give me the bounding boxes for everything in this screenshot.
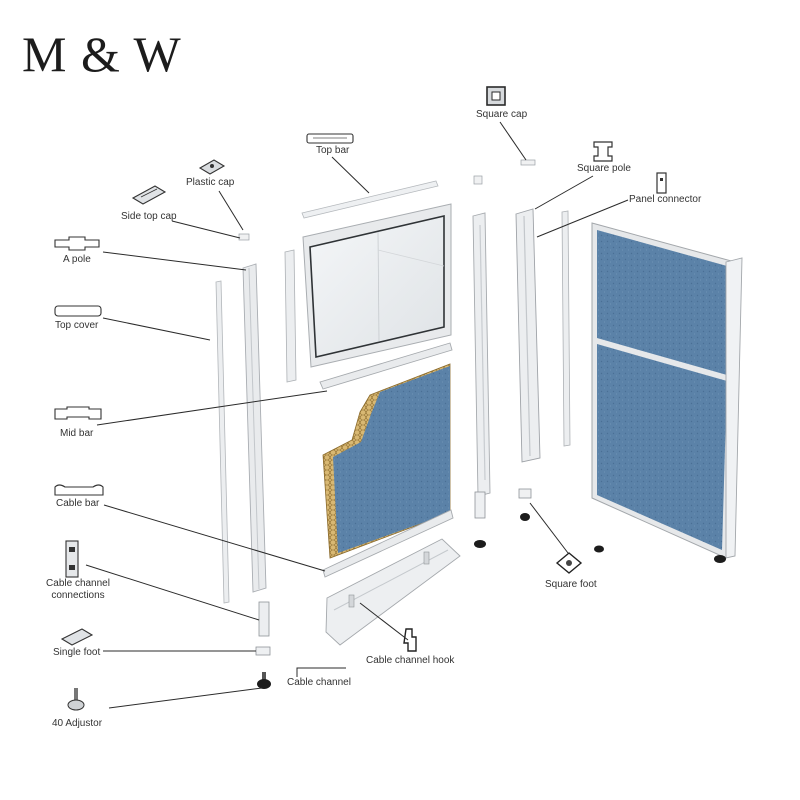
plastic-cap-part — [238, 159, 536, 241]
top-bar-part — [301, 180, 439, 219]
top-bar-icon — [306, 133, 354, 144]
square-cap-icon — [486, 86, 506, 106]
label-single-foot: Single foot — [53, 647, 101, 658]
cable-channel-connections-icon — [65, 540, 79, 578]
square-pole-icon — [593, 141, 613, 162]
label-plastic-cap: Plastic cap — [186, 177, 235, 188]
leader-adjustor — [108, 687, 263, 709]
leader-cable-channel-hook — [359, 602, 409, 641]
cable-bar-part — [322, 509, 454, 578]
a-pole-icon — [54, 236, 100, 251]
leader-plastic-cap — [218, 190, 244, 231]
connector-pole-part — [561, 210, 571, 447]
leader-cable-channel-connections — [85, 564, 260, 621]
adjustor-part — [257, 672, 271, 689]
mid-bar-icon — [54, 406, 102, 420]
label-square-foot: Square foot — [545, 579, 597, 590]
leader-panel-connector — [536, 199, 629, 238]
leader-lines — [85, 121, 629, 709]
leader-cable-bar — [103, 504, 326, 572]
brand-logo: M & W — [22, 26, 182, 82]
assembled-panel-part — [591, 222, 743, 563]
leader-top-bar — [331, 156, 370, 194]
panel-connector-icon — [656, 172, 667, 194]
label-top-bar: Top bar — [316, 145, 350, 156]
cable-channel-part — [325, 538, 461, 646]
label-side-top-cap: Side top cap — [121, 211, 177, 222]
leader-cable-channel — [296, 667, 346, 677]
cable-bar-icon — [54, 484, 104, 496]
label-top-cover: Top cover — [55, 320, 99, 331]
label-adjustor: 40 Adjustor — [52, 718, 103, 729]
label-a-pole: A pole — [63, 254, 91, 265]
leader-top-cover — [102, 317, 211, 341]
single-foot-icon — [60, 628, 94, 646]
leader-a-pole — [102, 251, 247, 271]
glass-window-part — [302, 203, 452, 368]
cable-channel-hook-icon — [403, 628, 417, 652]
label-panel-connector: Panel connector — [629, 194, 702, 205]
leader-square-cap — [499, 121, 527, 161]
square-foot-icon — [555, 552, 583, 574]
top-cover-icon — [54, 305, 102, 317]
single-foot-part — [255, 646, 271, 656]
leader-square-foot — [529, 502, 569, 554]
label-mid-bar: Mid bar — [60, 428, 94, 439]
mid-bar-part — [319, 342, 453, 390]
label-cable-channel: Cable channel — [287, 677, 351, 688]
leader-side-top-cap — [171, 220, 241, 239]
side-top-cap-icon — [131, 185, 167, 205]
cable-channel-connections-part — [258, 601, 270, 637]
fabric-panel-part — [322, 363, 451, 559]
a-pole-part — [242, 263, 267, 593]
leader-square-pole — [534, 175, 594, 210]
label-square-cap: Square cap — [476, 109, 528, 120]
square-pole-part — [515, 208, 541, 521]
label-square-pole: Square pole — [577, 163, 631, 174]
top-cover-part — [215, 280, 230, 604]
leader-mid-bar — [96, 390, 328, 426]
label-cable-bar: Cable bar — [56, 498, 100, 509]
adjustor-icon — [67, 688, 85, 711]
glass-side-pole — [284, 249, 297, 383]
slotted-pole-part — [472, 212, 491, 548]
label-cable-channel-connections: Cable channel connections — [46, 578, 110, 601]
plastic-cap-icon — [198, 159, 226, 175]
label-cable-channel-hook: Cable channel hook — [366, 655, 455, 666]
